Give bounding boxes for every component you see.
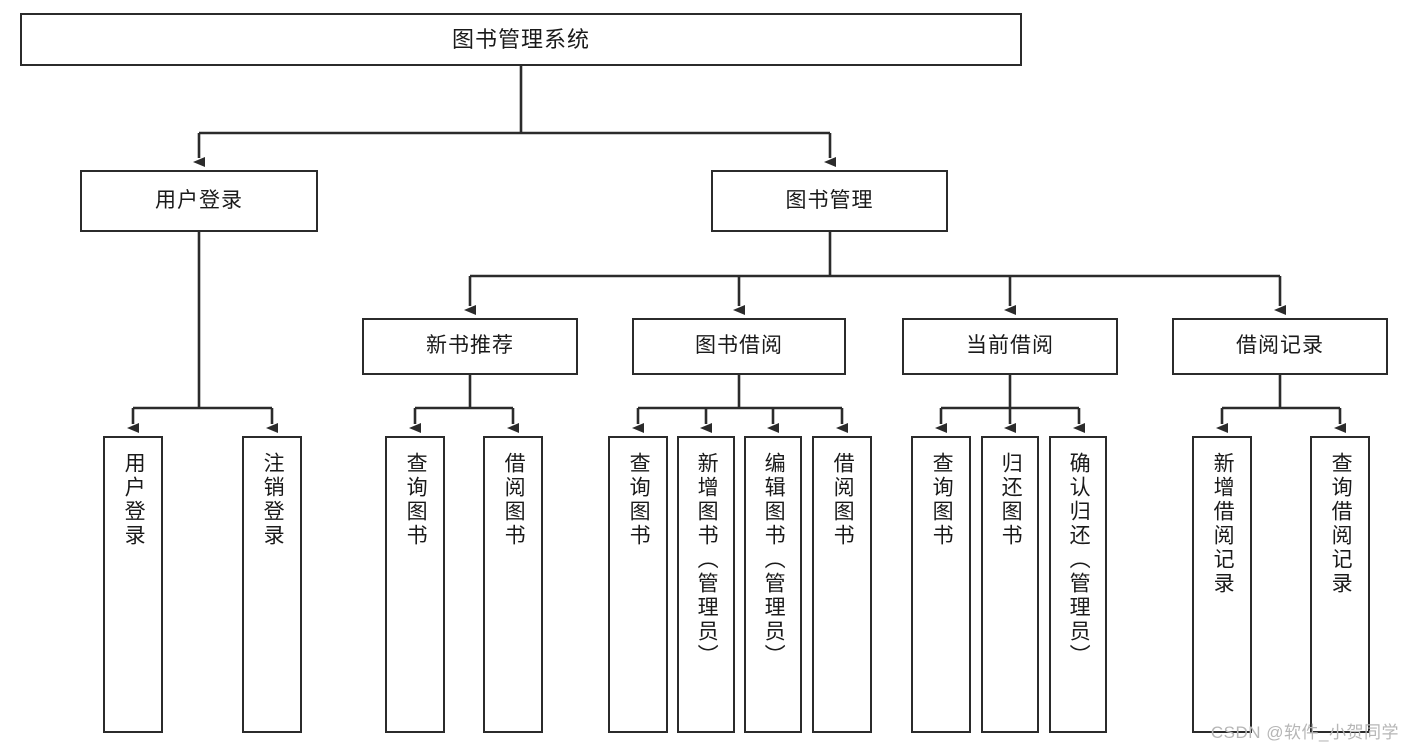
leaf-logout[interactable]: 注销登录 bbox=[242, 436, 302, 733]
node-label: 编辑图书（管理员） bbox=[762, 452, 786, 668]
leaf-borrow-add-book-admin[interactable]: 新增图书（管理员） bbox=[677, 436, 735, 733]
leaf-current-query-book[interactable]: 查询图书 bbox=[911, 436, 971, 733]
csdn-watermark: CSDN @软件_小贺同学 bbox=[1210, 723, 1399, 742]
node-label: 借阅图书 bbox=[831, 452, 855, 548]
node-user-login[interactable]: 用户登录 bbox=[80, 170, 318, 232]
node-label: 图书管理 bbox=[785, 188, 874, 212]
node-label: 用户登录 bbox=[155, 188, 243, 212]
node-label: 查询借阅记录 bbox=[1329, 452, 1353, 596]
node-label: 新书推荐 bbox=[426, 334, 514, 358]
node-label: 新增图书（管理员） bbox=[695, 452, 719, 668]
node-label: 当前借阅 bbox=[966, 334, 1054, 358]
node-label: 归还图书 bbox=[999, 452, 1023, 548]
node-borrow-record[interactable]: 借阅记录 bbox=[1172, 318, 1388, 375]
node-label: 图书借阅 bbox=[695, 334, 783, 358]
node-label: 用户登录 bbox=[122, 452, 146, 548]
leaf-recommend-query-book[interactable]: 查询图书 bbox=[385, 436, 445, 733]
node-new-book-recommend[interactable]: 新书推荐 bbox=[362, 318, 578, 375]
leaf-current-confirm-return-admin[interactable]: 确认归还（管理员） bbox=[1049, 436, 1107, 733]
node-label: 注销登录 bbox=[261, 452, 285, 548]
leaf-recommend-borrow-book[interactable]: 借阅图书 bbox=[483, 436, 543, 733]
node-label: 借阅记录 bbox=[1236, 334, 1324, 358]
node-label: 图书管理系统 bbox=[451, 26, 590, 52]
node-current-borrow[interactable]: 当前借阅 bbox=[902, 318, 1118, 375]
node-label: 借阅图书 bbox=[502, 452, 526, 548]
node-book-management[interactable]: 图书管理 bbox=[711, 170, 948, 232]
leaf-borrow-borrow-book[interactable]: 借阅图书 bbox=[812, 436, 872, 733]
leaf-user-login[interactable]: 用户登录 bbox=[103, 436, 163, 733]
leaf-record-query-borrow-record[interactable]: 查询借阅记录 bbox=[1310, 436, 1370, 733]
node-label: 查询图书 bbox=[404, 452, 428, 548]
node-label: 确认归还（管理员） bbox=[1067, 452, 1091, 668]
node-root-book-management-system[interactable]: 图书管理系统 bbox=[20, 13, 1022, 66]
node-label: 新增借阅记录 bbox=[1211, 452, 1235, 596]
node-label: 查询图书 bbox=[627, 452, 651, 548]
leaf-borrow-edit-book-admin[interactable]: 编辑图书（管理员） bbox=[744, 436, 802, 733]
leaf-record-add-borrow-record[interactable]: 新增借阅记录 bbox=[1192, 436, 1252, 733]
node-label: 查询图书 bbox=[930, 452, 954, 548]
node-book-borrow[interactable]: 图书借阅 bbox=[632, 318, 846, 375]
leaf-borrow-query-book[interactable]: 查询图书 bbox=[608, 436, 668, 733]
leaf-current-return-book[interactable]: 归还图书 bbox=[981, 436, 1039, 733]
